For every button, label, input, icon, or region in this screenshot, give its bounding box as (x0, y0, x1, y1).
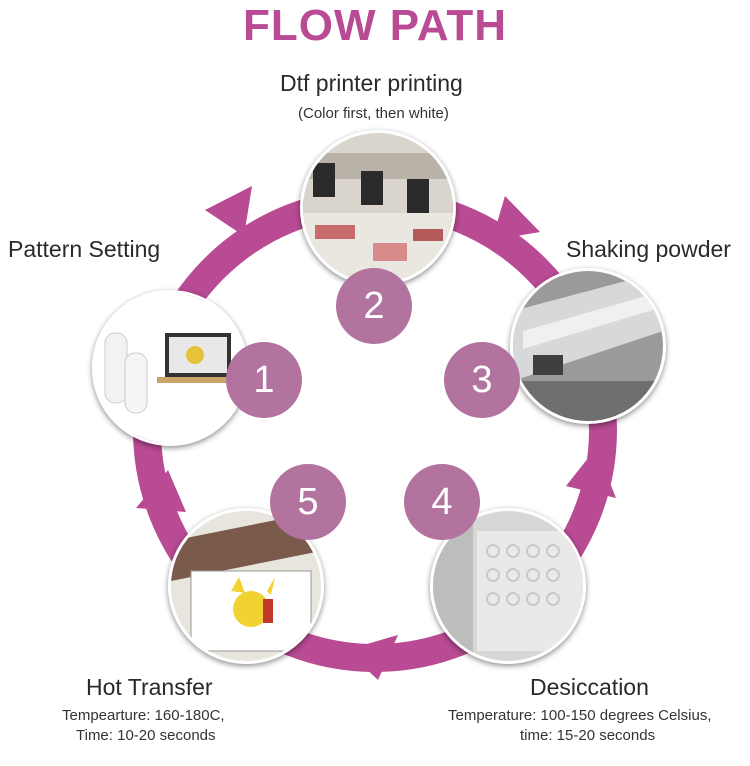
step-3-number-badge: 3 (444, 342, 520, 418)
step-1-label: Pattern Setting (8, 236, 161, 262)
step-2-label: Dtf printer printing (280, 70, 463, 96)
flow-arrow-icon (205, 186, 252, 236)
step-5-note-line1: Tempearture: 160-180C, (62, 707, 225, 724)
page-title: FLOW PATH (243, 1, 507, 50)
flow-arrow-icon (136, 470, 186, 512)
step-1-photo (92, 290, 248, 446)
step-4-label: Desiccation (530, 674, 649, 700)
step-5-label: Hot Transfer (86, 674, 213, 700)
flow-arrow-icon (566, 448, 616, 498)
step-4-note-line2: time: 15-20 seconds (520, 727, 656, 744)
step-2-photo (300, 130, 456, 286)
step-3-photo (510, 268, 666, 424)
step-4-photo (430, 508, 586, 664)
flow-arrow-icon (346, 635, 398, 680)
step-3-label: Shaking powder (566, 236, 731, 262)
step-5-number-badge: 5 (270, 464, 346, 540)
step-5-note-line2: Time: 10-20 seconds (76, 727, 216, 744)
step-1-number-badge: 1 (226, 342, 302, 418)
step-2-number-badge: 2 (336, 268, 412, 344)
step-2-note: (Color first, then white) (298, 105, 449, 122)
step-4-note-line1: Temperature: 100-150 degrees Celsius, (448, 707, 712, 724)
flow-arrow-icon (492, 196, 540, 240)
step-4-number-badge: 4 (404, 464, 480, 540)
